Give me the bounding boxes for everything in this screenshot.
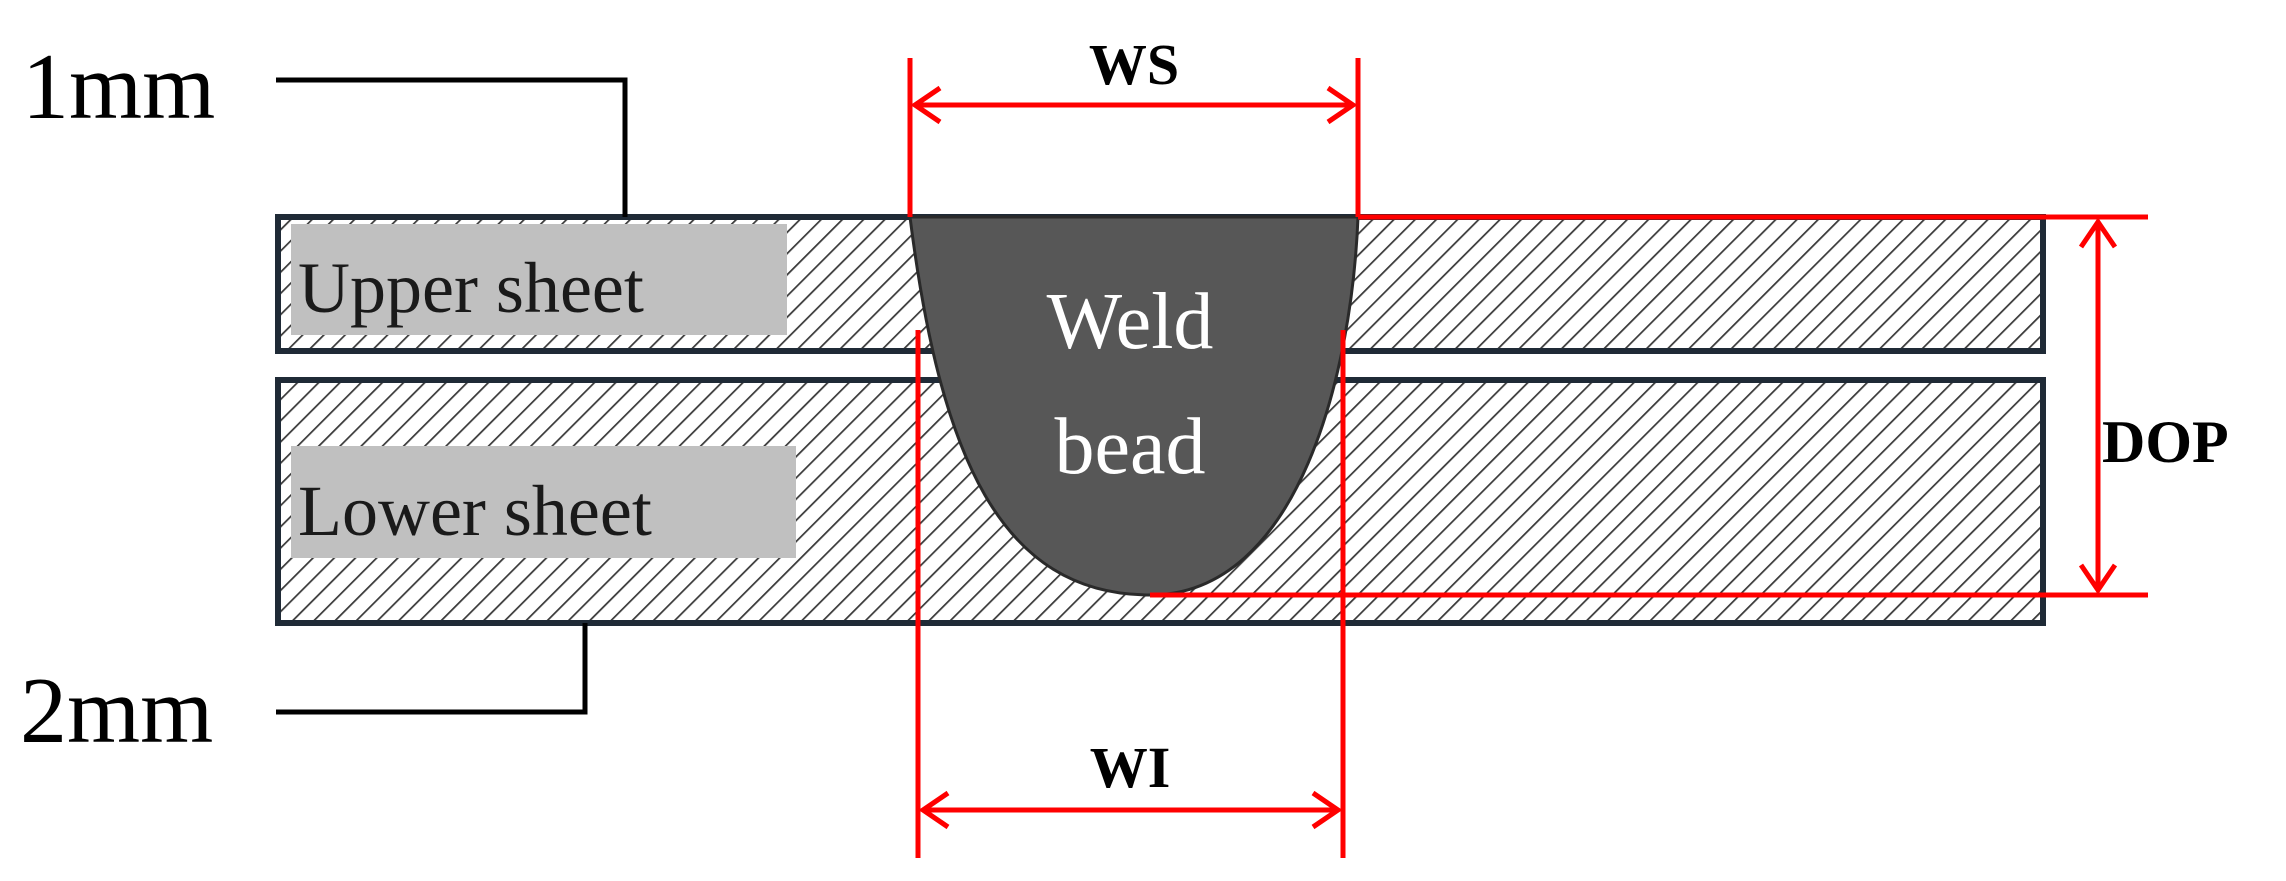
upper-sheet-label-bg: [291, 224, 787, 335]
ws-label: WS: [1089, 32, 1179, 97]
thickness-label-upper: 1mm: [22, 35, 215, 139]
thickness-label-lower: 2mm: [20, 659, 213, 763]
ws-dimension: [907, 58, 1361, 217]
dop-label: DOP: [2102, 409, 2229, 475]
thickness-leader-lower: [276, 623, 588, 715]
lower-sheet-label: Lower sheet: [298, 471, 652, 551]
upper-sheet-label: Upper sheet: [298, 248, 644, 328]
weld-bead-label-line2: bead: [1054, 403, 1205, 491]
lower-sheet-label-bg: [291, 446, 796, 558]
dop-dimension: [1150, 214, 2148, 598]
weld-bead-label-line1: Weld: [1047, 278, 1214, 366]
thickness-leader-upper: [276, 77, 628, 217]
wi-label: WI: [1090, 735, 1171, 800]
